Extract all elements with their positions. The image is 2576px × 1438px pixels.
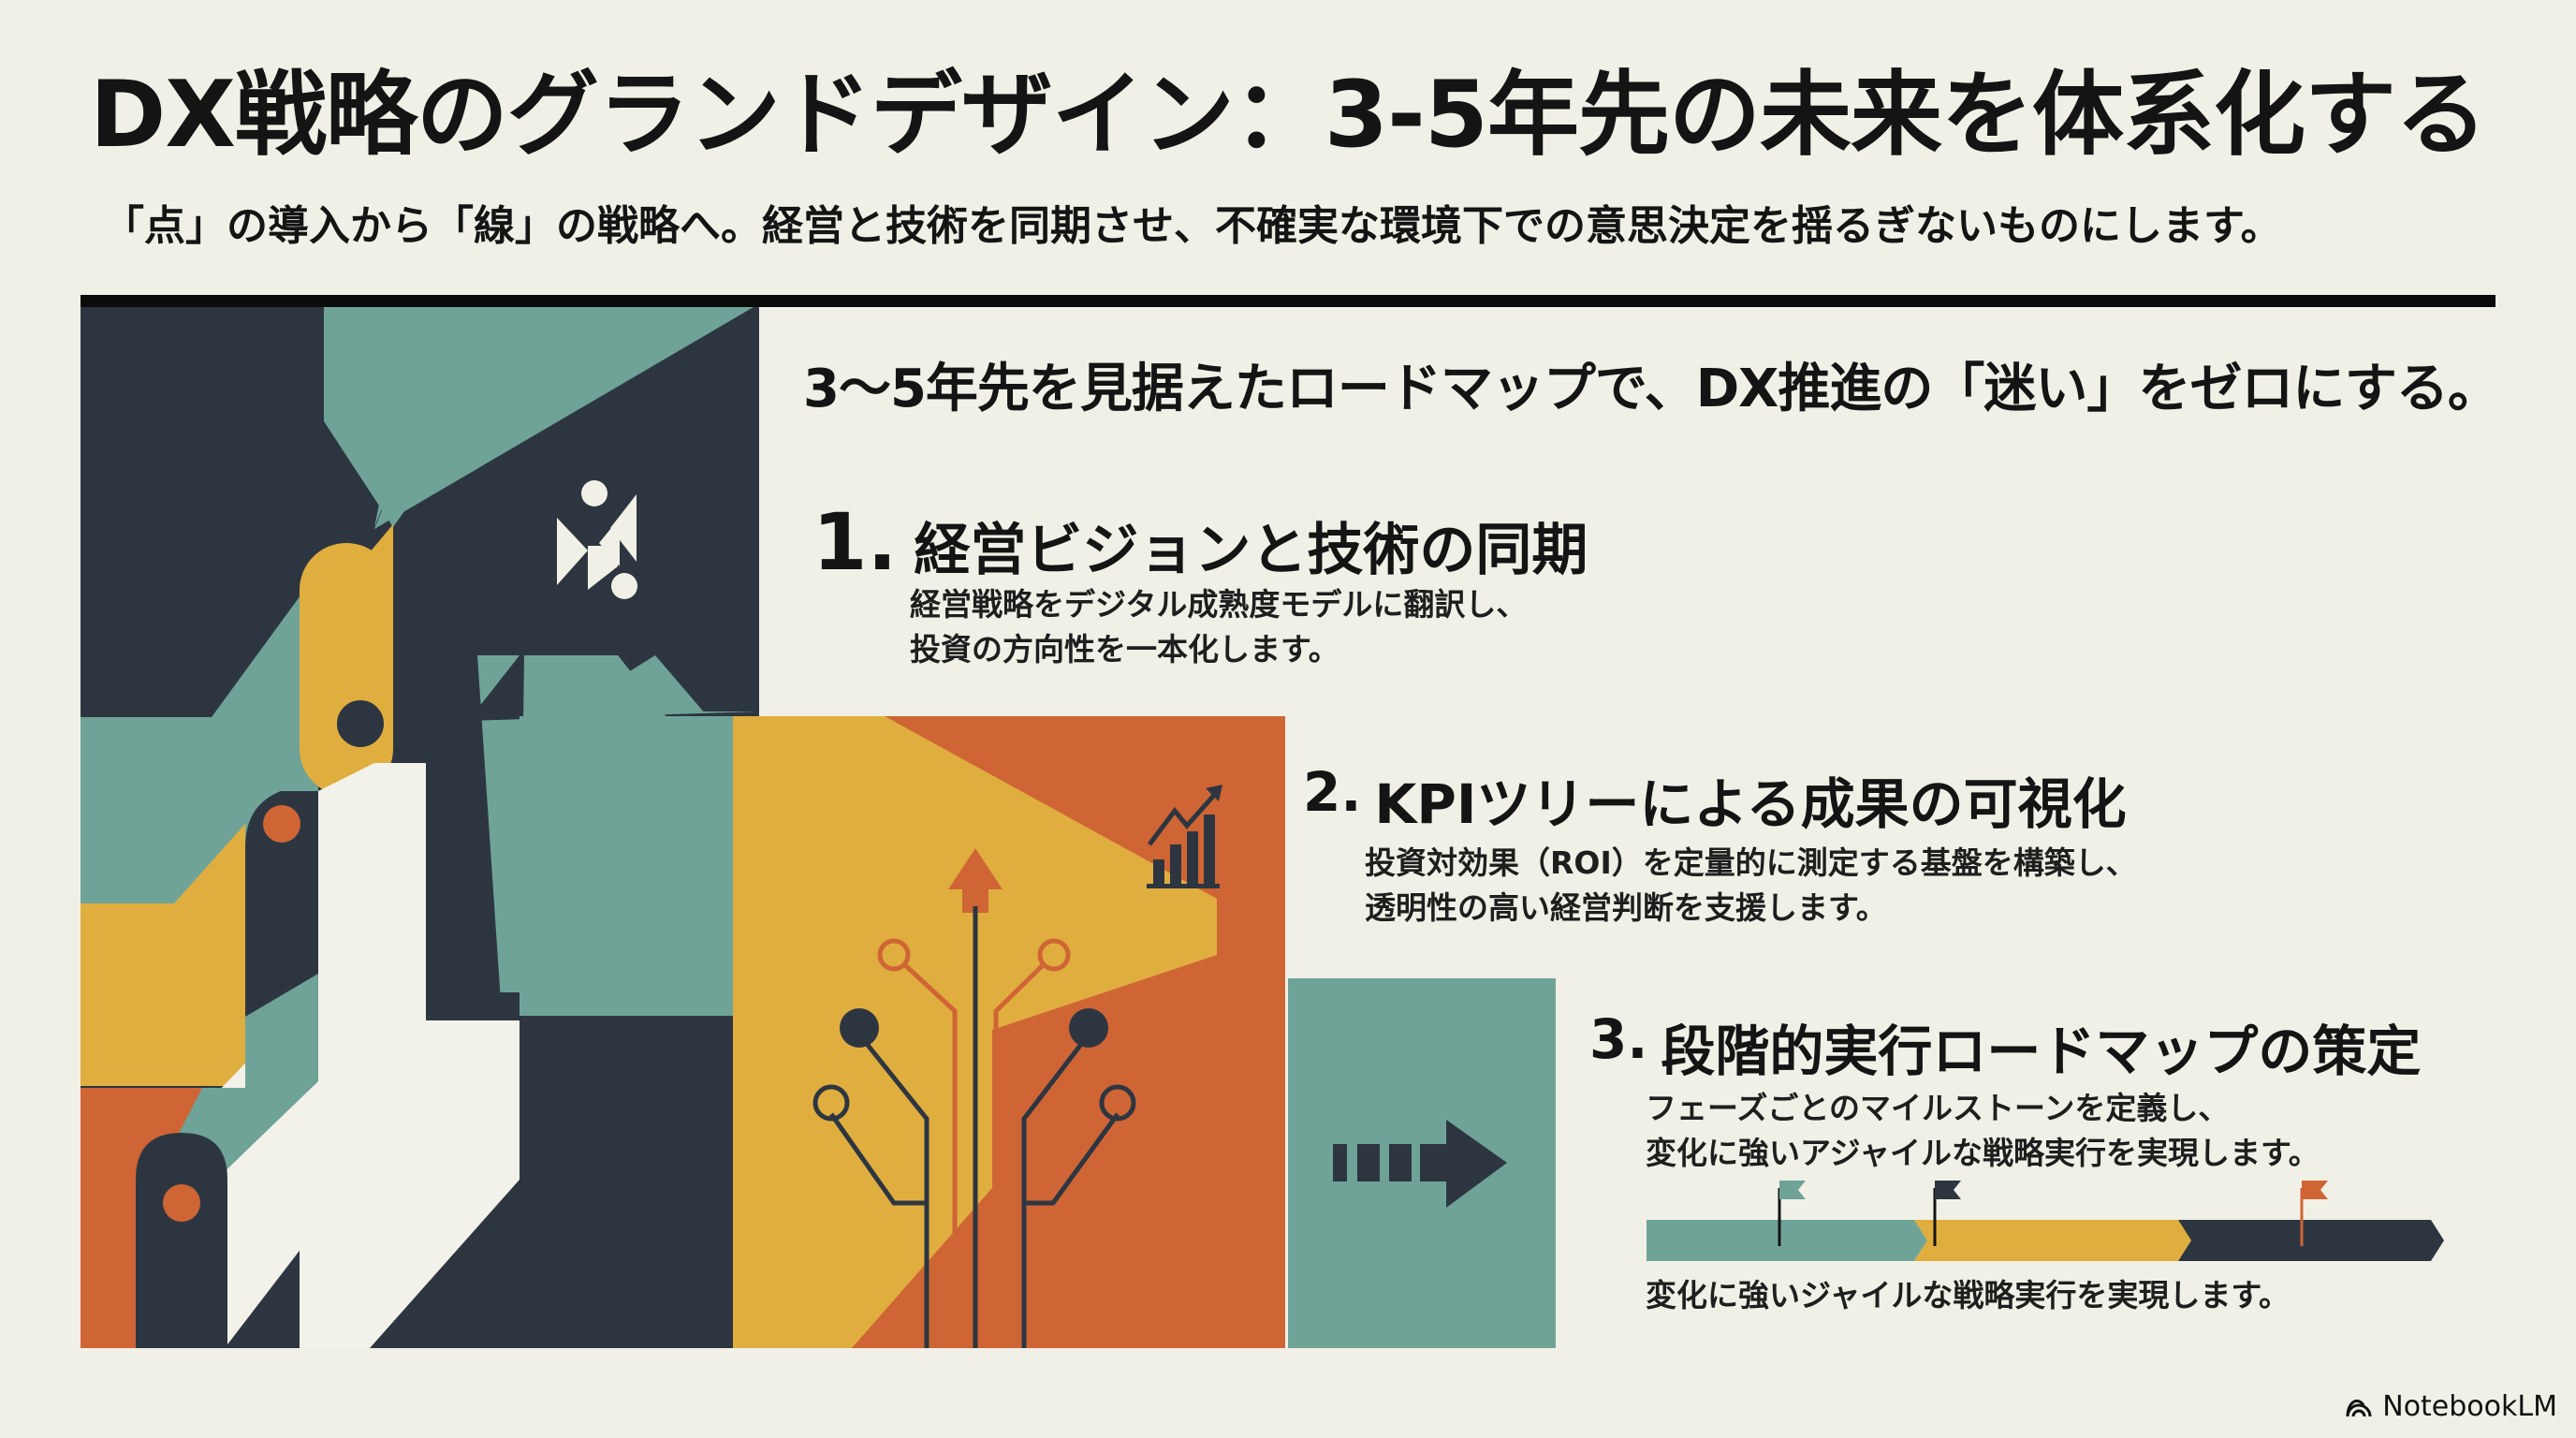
page-subtitle: 「点」の導入から「線」の戦略へ。経営と技術を同期させ、不確実な環境下での意思決定… (103, 202, 2282, 250)
milestone-flag-1 (1778, 1181, 1806, 1246)
growth-chart-icon (1147, 785, 1222, 888)
step-2-heading: 2. KPIツリーによる成果の可視化 (1303, 760, 2127, 839)
phase-3-bar (2178, 1220, 2444, 1261)
lead-statement: 3〜5年先を見据えたロードマップで、DX推進の「迷い」をゼロにする。 (803, 359, 2500, 419)
step-1-heading: 1. 経営ビジョンと技術の同期 (812, 496, 1588, 588)
step-3-body-line-2: 変化に強いアジャイルな戦略実行を実現します。 (1646, 1134, 2320, 1171)
step-3-heading: 3. 段階的実行ロードマップの策定 (1589, 1007, 2421, 1086)
progress-arrow-icon (1333, 1120, 1507, 1208)
step-3-body-line-1: フェーズごとのマイルストーンを定義し、 (1646, 1090, 2230, 1126)
step-1-number: 1. (812, 496, 898, 588)
milestone-flag-3 (2300, 1181, 2328, 1246)
divider-rule (80, 295, 2496, 307)
logo-text: NotebookLM (2382, 1390, 2557, 1423)
step-3-number: 3. (1589, 1007, 1648, 1071)
step-1-title: 経営ビジョンと技術の同期 (914, 518, 1588, 583)
notebooklm-icon (2346, 1399, 2372, 1416)
step-1-body-line-1: 経営戦略をデジタル成熟度モデルに翻訳し、 (910, 586, 1528, 623)
step-3-title: 段階的実行ロードマップの策定 (1661, 1020, 2422, 1083)
step-2-title: KPIツリーによる成果の可視化 (1374, 772, 2127, 836)
step-2-body-line-2: 透明性の高い経営判断を支援します。 (1365, 888, 1887, 926)
geometric-illustration (80, 307, 1556, 1348)
phase-2-bar (1914, 1220, 2199, 1261)
step-2-body: 投資対効果（ROI）を定量的に測定する基盤を構築し、 透明性の高い経営判断を支援… (1365, 841, 2137, 931)
step-1-body: 経営戦略をデジタル成熟度モデルに翻訳し、 投資の方向性を一本化します。 (910, 582, 1527, 672)
milestone-flag-2 (1933, 1181, 1961, 1246)
step-3-body: フェーズごとのマイルストーンを定義し、 変化に強いアジャイルな戦略実行を実現しま… (1646, 1086, 2320, 1176)
notebooklm-logo: NotebookLM (2345, 1390, 2557, 1423)
roadmap-timeline (1647, 1181, 2444, 1261)
abstract-shapes-icon (557, 480, 637, 599)
step-2-body-line-1: 投資対効果（ROI）を定量的に測定する基盤を構築し、 (1365, 844, 2137, 881)
page-title: DX戦略のグランドデザイン：3-5年先の未来を体系化する (90, 62, 2487, 169)
step-2-number: 2. (1303, 760, 1362, 824)
phase-1-bar (1647, 1220, 1927, 1261)
step-1-body-line-2: 投資の方向性を一本化します。 (910, 630, 1339, 668)
roadmap-caption: 変化に強いジャイルな戦略実行を実現します。 (1646, 1277, 2291, 1313)
